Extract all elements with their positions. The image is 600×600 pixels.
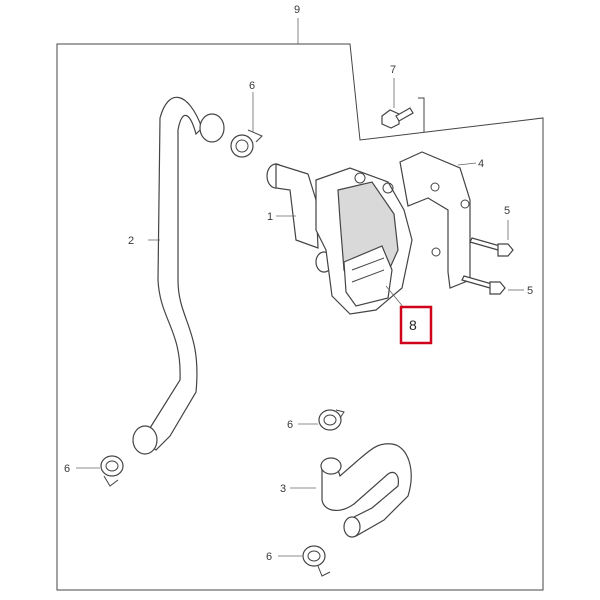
hose-short[interactable]: 3 [280,443,412,538]
assembly-frame: 9 [56,4,544,591]
bolt-a[interactable]: 5 [469,205,514,257]
connector[interactable] [343,245,405,309]
label-bolt-b: 5 [527,285,533,297]
label-clamp-top: 6 [249,80,255,92]
label-bolt-top: 7 [390,64,396,76]
hose-long[interactable]: 2 [128,96,225,455]
label-clamp-mid: 6 [287,419,293,431]
label-connector: 8 [409,317,417,333]
clamp-mid[interactable]: 6 [287,409,345,431]
label-clamp-left: 6 [64,463,70,475]
bracket[interactable]: 4 [399,151,484,289]
clamp-top[interactable]: 6 [230,80,263,158]
label-hose-short: 3 [280,483,286,495]
bolt-b[interactable]: 5 [461,275,533,297]
label-hose-long: 2 [128,235,134,247]
label-bolt-a: 5 [504,205,510,217]
label-clamp-bottom: 6 [266,551,272,563]
clamp-bottom[interactable]: 6 [266,545,331,577]
label-pump: 1 [267,211,273,223]
clamp-left[interactable]: 6 [64,455,124,487]
label-bracket: 4 [478,158,484,170]
connector-callout: 8 [399,305,433,345]
label-assembly: 9 [294,4,300,16]
bolt-top[interactable]: 7 [381,64,425,132]
